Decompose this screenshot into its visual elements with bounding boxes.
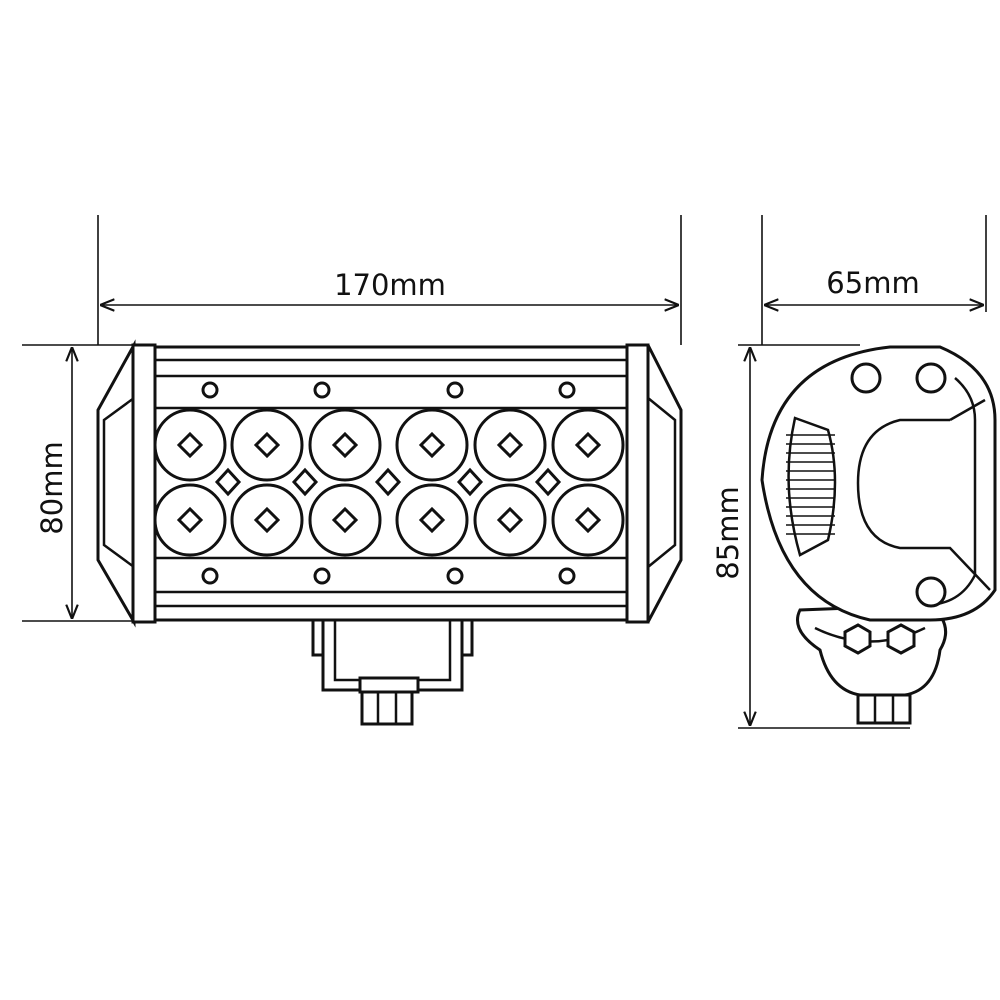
screw-icon [446, 381, 464, 399]
led-chip [176, 431, 204, 459]
screw-icon [201, 567, 219, 585]
led-chip [331, 431, 359, 459]
diamond-marker [374, 467, 402, 497]
side-height-label: 85mm [711, 486, 745, 579]
screw-row [201, 381, 576, 585]
screw-icon [313, 381, 331, 399]
mount-hole [915, 362, 947, 394]
height-label: 80mm [35, 441, 69, 534]
led-chip [176, 506, 204, 534]
led-chip [574, 431, 602, 459]
mount-hole [915, 576, 947, 608]
mount-bracket [311, 613, 474, 726]
led-chip [418, 431, 446, 459]
led-chip [496, 506, 524, 534]
led-chip [253, 506, 281, 534]
width-label: 170mm [334, 268, 446, 302]
led-chip [574, 506, 602, 534]
screw-icon [558, 381, 576, 399]
screw-icon [201, 381, 219, 399]
height-dimension: 80mm [22, 344, 140, 622]
led-array [153, 408, 625, 557]
led-chip [331, 506, 359, 534]
side-height-dimension: 85mm [711, 344, 910, 729]
led-chip [496, 431, 524, 459]
screw-icon [446, 567, 464, 585]
led-chip [418, 506, 446, 534]
light-bar-front-view [96, 339, 683, 726]
mount-hole [850, 362, 882, 394]
depth-label: 65mm [826, 266, 919, 300]
width-dimension: 170mm [97, 215, 682, 345]
diamond-marker [291, 467, 319, 497]
screw-icon [313, 567, 331, 585]
screw-icon [558, 567, 576, 585]
light-bar-side-view [760, 345, 997, 725]
heat-sink-fins [786, 434, 835, 535]
diamond-marker [534, 467, 562, 497]
led-chip [253, 431, 281, 459]
diamond-marker [214, 467, 242, 497]
diamond-marker [456, 467, 484, 497]
depth-dimension: 65mm [761, 215, 987, 345]
